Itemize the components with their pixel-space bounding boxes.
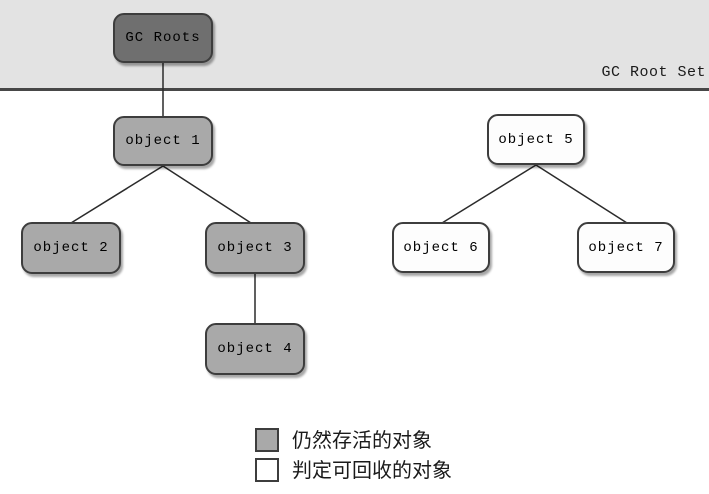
legend-label-live: 仍然存活的对象 (292, 428, 432, 452)
legend-swatch-reclaimable-icon (255, 458, 279, 482)
legend-item-live: 仍然存活的对象 (255, 428, 452, 452)
legend-swatch-live-icon (255, 428, 279, 452)
node-object-2: object 2 (21, 222, 121, 274)
legend: 仍然存活的对象 判定可回收的对象 (255, 428, 452, 488)
legend-label-reclaimable: 判定可回收的对象 (292, 458, 452, 482)
edge-object5-object6 (441, 164, 537, 224)
node-object-4: object 4 (205, 323, 305, 375)
node-object-1: object 1 (113, 116, 213, 166)
edge-object1-object2 (70, 165, 164, 224)
gc-root-set-label: GC Root Set (601, 64, 706, 81)
legend-item-reclaimable: 判定可回收的对象 (255, 458, 452, 482)
node-object-7: object 7 (577, 222, 675, 273)
edge-object5-object7 (535, 164, 628, 224)
node-object-5: object 5 (487, 114, 585, 165)
node-object-3: object 3 (205, 222, 305, 274)
node-gc-roots: GC Roots (113, 13, 213, 63)
edge-object1-object3 (162, 165, 252, 224)
node-object-6: object 6 (392, 222, 490, 273)
